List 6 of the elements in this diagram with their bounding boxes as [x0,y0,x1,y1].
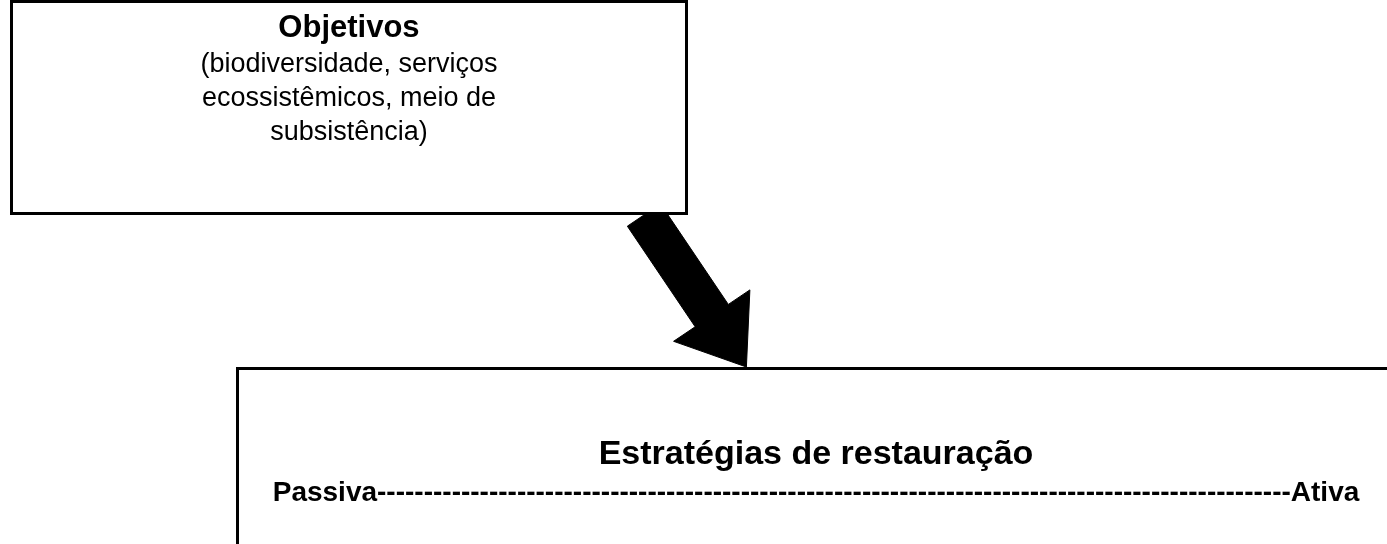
body-text: Passiva--------------------------------------------------------------------------------------------------Ativa [272,475,1360,510]
text-box [10,0,688,215]
heading: Estratégias de restauração [598,432,1034,473]
heading: Objetivos [278,8,420,46]
text-box [236,367,1387,544]
body-text: (biodiversidade, serviços ecossistêmicos, meio de subsistência) [199,47,499,149]
